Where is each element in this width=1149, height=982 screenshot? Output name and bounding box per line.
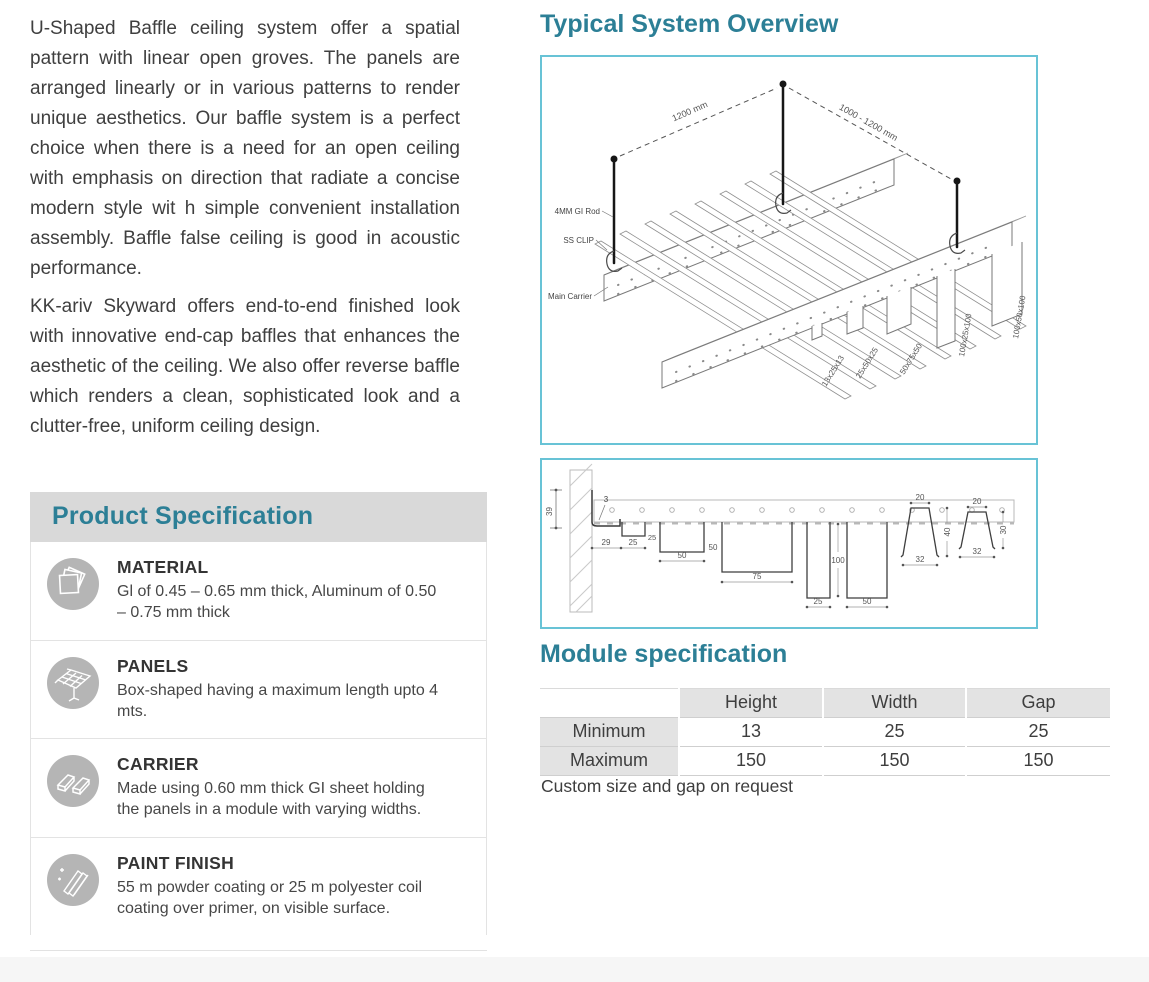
overview-title: Typical System Overview [540, 10, 839, 38]
u-channel-samples [811, 242, 1023, 349]
spec-item-description: Made using 0.60 mm thick GI sheet holdin… [117, 780, 425, 819]
product-specification-title: Product Specification [30, 492, 487, 542]
dim-h3: 50 [709, 543, 718, 552]
column-header-width: Width [822, 688, 966, 718]
dim-p1-h: 40 [943, 527, 952, 536]
spec-item-title: CARRIER [117, 754, 199, 775]
intro-paragraph-2: KK-ariv Skyward offers end-to-end finish… [30, 296, 460, 437]
trapezoid-profile-1 [900, 507, 940, 558]
cell-min-gap: 25 [965, 717, 1110, 747]
iso-label-main-carrier: Main Carrier [548, 292, 592, 301]
product-specification-section: Product Specification MATERIAL Gl of 0.4… [30, 492, 487, 951]
row-label-minimum: Minimum [540, 717, 679, 747]
spec-item-description: Box-shaped having a maximum length upto … [117, 681, 439, 720]
spec-item-panels: PANELS Box-shaped having a maximum lengt… [31, 641, 486, 740]
table-row-maximum: Maximum 150 150 150 [540, 746, 1110, 776]
table-header-row: Height Width Gap [540, 688, 1110, 718]
cell-max-height: 150 [678, 746, 823, 776]
spec-item-title: PAINT FINISH [117, 852, 235, 873]
dim-gap-29: 29 [602, 538, 611, 547]
dim-p1-top: 20 [916, 493, 925, 502]
cell-max-gap: 150 [965, 746, 1110, 776]
dim-w4: 25 [814, 597, 823, 606]
gi-rods [612, 84, 959, 265]
dim-h45: 100 [831, 556, 845, 565]
wall-angle [591, 490, 621, 527]
dim-angle: 3 [604, 495, 609, 504]
spec-item-description: 55 m powder coating or 25 m polyester co… [117, 878, 423, 917]
spec-item-title: PANELS [117, 655, 189, 676]
spec-item-text: PAINT FINISH 55 m powder coating or 25 m… [117, 853, 449, 920]
panel-grid-icon [47, 656, 99, 709]
channel-profiles-icon [47, 755, 99, 808]
dim-p2-h: 30 [999, 525, 1008, 534]
iso-diagram: 1200 mm 1000 - 1200 mm 4MM GI Rod SS CLI… [548, 80, 1028, 400]
spec-item-title: MATERIAL [117, 557, 209, 577]
spec-item-description: Gl of 0.45 – 0.65 mm thick, Aluminum of … [117, 583, 437, 622]
iso-panel-size-4: 100x25x100 [957, 312, 974, 357]
dim-p2-w: 32 [973, 547, 982, 556]
footer-band [0, 957, 1149, 982]
channel-profiles [621, 522, 888, 599]
dim-h2: 25 [648, 533, 656, 542]
iso-diagram-box: 1200 mm 1000 - 1200 mm 4MM GI Rod SS CLI… [540, 55, 1038, 445]
spec-item-paint-finish: PAINT FINISH 55 m powder coating or 25 m… [31, 838, 486, 936]
custom-size-note: Custom size and gap on request [541, 776, 793, 796]
dim-w5: 50 [863, 597, 872, 606]
paint-roller-icon [47, 853, 99, 906]
cell-min-width: 25 [822, 717, 966, 747]
main-carrier-profile [593, 499, 1015, 523]
iso-label-ss-clip: SS CLIP [563, 236, 594, 245]
spec-item-text: CARRIER Made using 0.60 mm thick GI shee… [117, 754, 449, 821]
dim-w2: 50 [678, 551, 687, 560]
dim-wall-drop: 39 [545, 507, 554, 516]
trapezoid-profile-2 [958, 511, 996, 550]
ss-clips [606, 192, 966, 272]
cross-section-diagram: 3 39 29 25 25 50 50 75 100 25 50 20 [545, 463, 1015, 613]
row-label-maximum: Maximum [540, 746, 679, 776]
spec-item-material: MATERIAL Gl of 0.45 – 0.65 mm thick, Alu… [31, 542, 486, 641]
spec-item-text: MATERIAL Gl of 0.45 – 0.65 mm thick, Alu… [117, 557, 449, 624]
iso-label-gi-rod: 4MM GI Rod [555, 207, 600, 216]
dim-w3: 75 [753, 572, 762, 581]
product-specification-list: MATERIAL Gl of 0.45 – 0.65 mm thick, Alu… [30, 542, 487, 936]
dim-p2-top: 20 [973, 497, 982, 506]
cell-min-height: 13 [678, 717, 823, 747]
dim-w1: 25 [629, 538, 638, 547]
iso-dim-1000-1200: 1000 - 1200 mm [837, 102, 899, 143]
column-header-gap: Gap [965, 688, 1110, 718]
spec-item-carrier: CARRIER Made using 0.60 mm thick GI shee… [31, 739, 486, 838]
iso-panel-size-3: 50x75x50 [898, 341, 924, 376]
spec-item-text: PANELS Box-shaped having a maximum lengt… [117, 656, 449, 723]
module-spec-table: Height Width Gap Minimum 13 25 25 Maximu… [540, 688, 1110, 776]
module-specification-title: Module specification [540, 640, 788, 668]
column-header-height: Height [678, 688, 823, 718]
table-row-minimum: Minimum 13 25 25 [540, 717, 1110, 747]
intro-paragraph-1: U-Shaped Baffle ceiling system offer a s… [30, 18, 460, 279]
dim-p1-w: 32 [916, 555, 925, 564]
cell-max-width: 150 [822, 746, 966, 776]
cross-section-box: 3 39 29 25 25 50 50 75 100 25 50 20 [540, 458, 1038, 629]
sheets-icon [47, 558, 99, 610]
table-corner-cell [540, 688, 679, 718]
